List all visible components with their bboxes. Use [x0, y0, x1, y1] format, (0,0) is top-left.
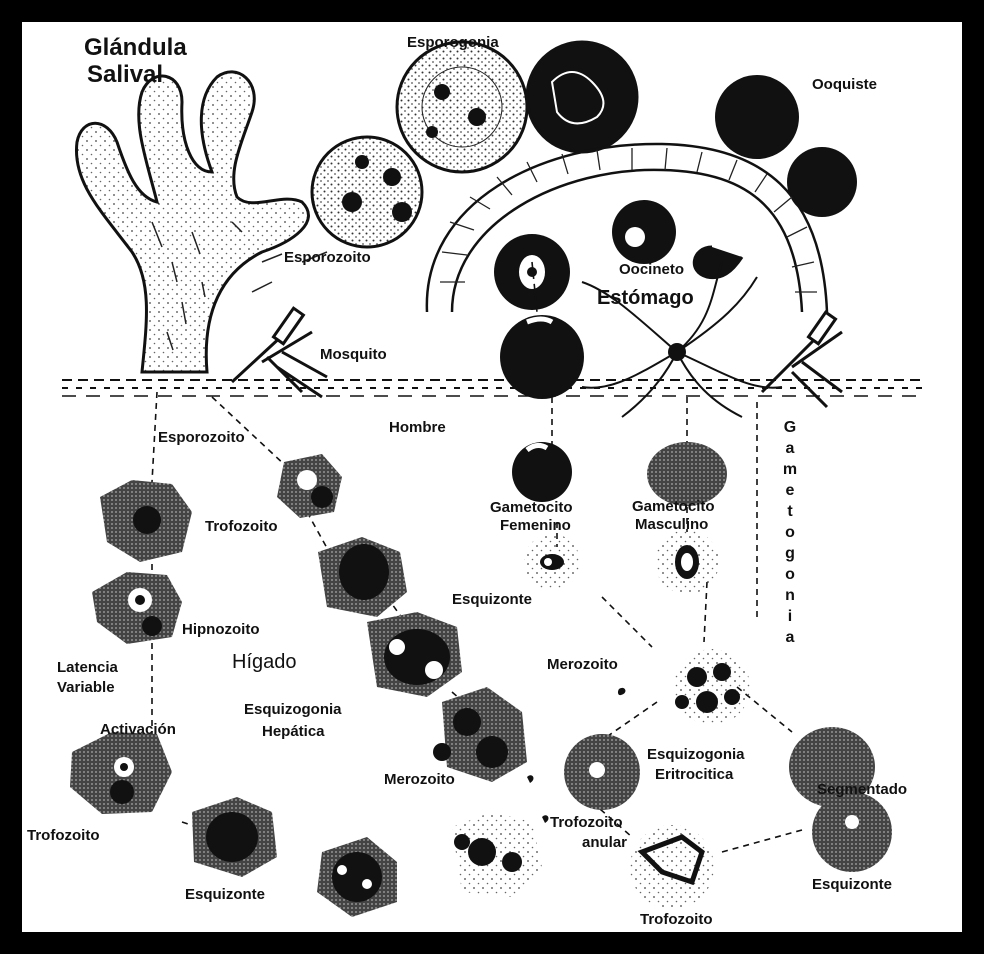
- label-esquizogonia-hepatica-2: Hepática: [262, 724, 325, 740]
- label-esporozoito-skin: Esporozoito: [158, 430, 245, 446]
- label-trofozoito-bottom: Trofozoito: [640, 912, 712, 928]
- gametogonia-letter: m: [782, 459, 798, 480]
- label-merozoito-blood: Merozoito: [547, 657, 618, 673]
- macrogamete-cell: [500, 315, 584, 399]
- label-esquizogonia-eritrocitica-1: Esquizogonia: [647, 747, 745, 763]
- gametogonia-letter: o: [782, 564, 798, 585]
- label-gametocito-masc-2: Masculino: [635, 517, 708, 533]
- label-trofozoito-left: Trofozoito: [27, 828, 99, 844]
- gametogonia-letter: a: [782, 438, 798, 459]
- label-trofozoito-anular-2: anular: [582, 835, 627, 851]
- gametogonia-letter: e: [782, 480, 798, 501]
- ookinete-cell: [612, 200, 676, 264]
- label-trofozoito-anular-1: Trofozoito: [550, 815, 622, 831]
- label-gametocito-fem-2: Femenino: [500, 518, 571, 534]
- label-oocineto: Oocineto: [619, 262, 684, 278]
- life-cycle-diagram: Glándula Salival Esporogonia Ooquiste Es…: [22, 22, 962, 932]
- label-higado: Hígado: [232, 652, 297, 673]
- label-latencia-2: Variable: [57, 680, 115, 696]
- liver-cells: [70, 454, 542, 917]
- label-glandula: Glándula: [84, 35, 187, 60]
- gametogonia-letter: n: [782, 585, 798, 606]
- label-esquizonte-mid: Esquizonte: [452, 592, 532, 608]
- gametogonia-letter: G: [782, 417, 798, 438]
- label-esquizogonia-hepatica-1: Esquizogonia: [244, 702, 342, 718]
- label-esporogonia: Esporogonia: [407, 35, 499, 51]
- label-ooquiste: Ooquiste: [812, 77, 877, 93]
- gametogonia-letter: o: [782, 522, 798, 543]
- label-esquizonte-bottom: Esquizonte: [185, 887, 265, 903]
- exflagellation: [582, 262, 782, 417]
- label-activacion: Activación: [100, 722, 176, 738]
- label-mosquito: Mosquito: [320, 347, 387, 363]
- label-salival: Salival: [87, 62, 163, 87]
- label-estomago: Estómago: [597, 288, 694, 309]
- label-esquizogonia-eritrocitica-2: Eritrocitica: [655, 767, 733, 783]
- gametogonia-letter: a: [782, 627, 798, 648]
- label-merozoito-liver: Merozoito: [384, 772, 455, 788]
- label-gametocito-fem-1: Gametocito: [490, 500, 573, 516]
- label-segmentado: Segmentado: [817, 782, 907, 798]
- salivary-gland: [76, 72, 308, 372]
- skin-line: [62, 380, 922, 396]
- label-esporozoito-gland: Esporozoito: [284, 250, 371, 266]
- gametogonia-letter: i: [782, 606, 798, 627]
- label-hipnozoito: Hipnozoito: [182, 622, 259, 638]
- label-trofozoito-liver: Trofozoito: [205, 519, 277, 535]
- mosquito-left: [232, 308, 327, 397]
- gametogonia-letter: g: [782, 543, 798, 564]
- label-latencia-1: Latencia: [57, 660, 118, 676]
- label-esquizonte-right: Esquizonte: [812, 877, 892, 893]
- label-hombre: Hombre: [389, 420, 446, 436]
- gametogonia-letter: t: [782, 501, 798, 522]
- mosquito-right: [762, 312, 842, 407]
- label-gametocito-masc-1: Gametocito: [632, 499, 715, 515]
